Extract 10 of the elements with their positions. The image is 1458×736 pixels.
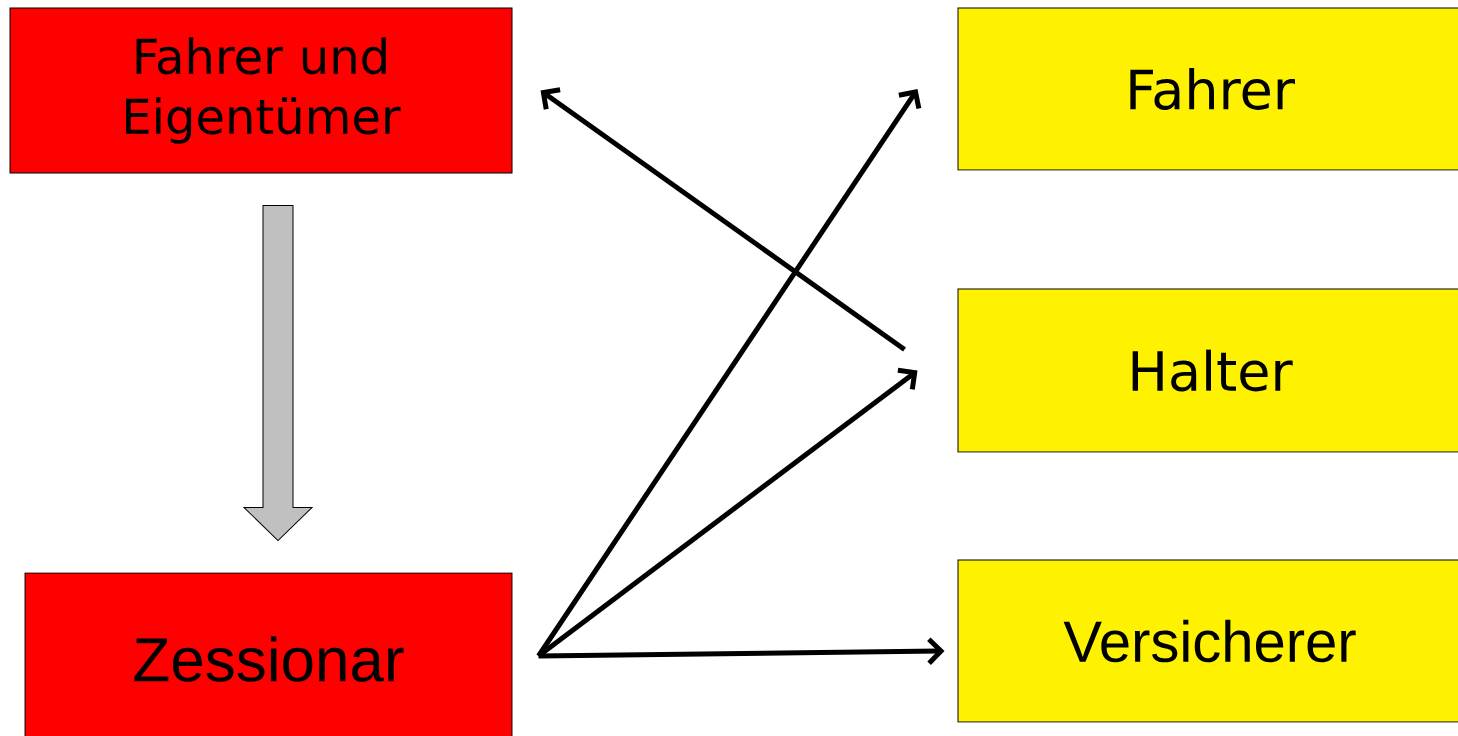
role-box: Versicherer — [957, 559, 1458, 723]
arrow — [540, 87, 906, 352]
arrow — [538, 637, 945, 665]
role-box: Fahrer — [957, 7, 1458, 171]
arrow — [536, 89, 922, 658]
arrow — [537, 367, 918, 658]
process-box: Zessionar — [24, 572, 513, 736]
block-arrow — [243, 205, 313, 541]
process-box: Fahrer und Eigentümer — [9, 7, 513, 174]
role-box: Halter — [957, 288, 1458, 453]
